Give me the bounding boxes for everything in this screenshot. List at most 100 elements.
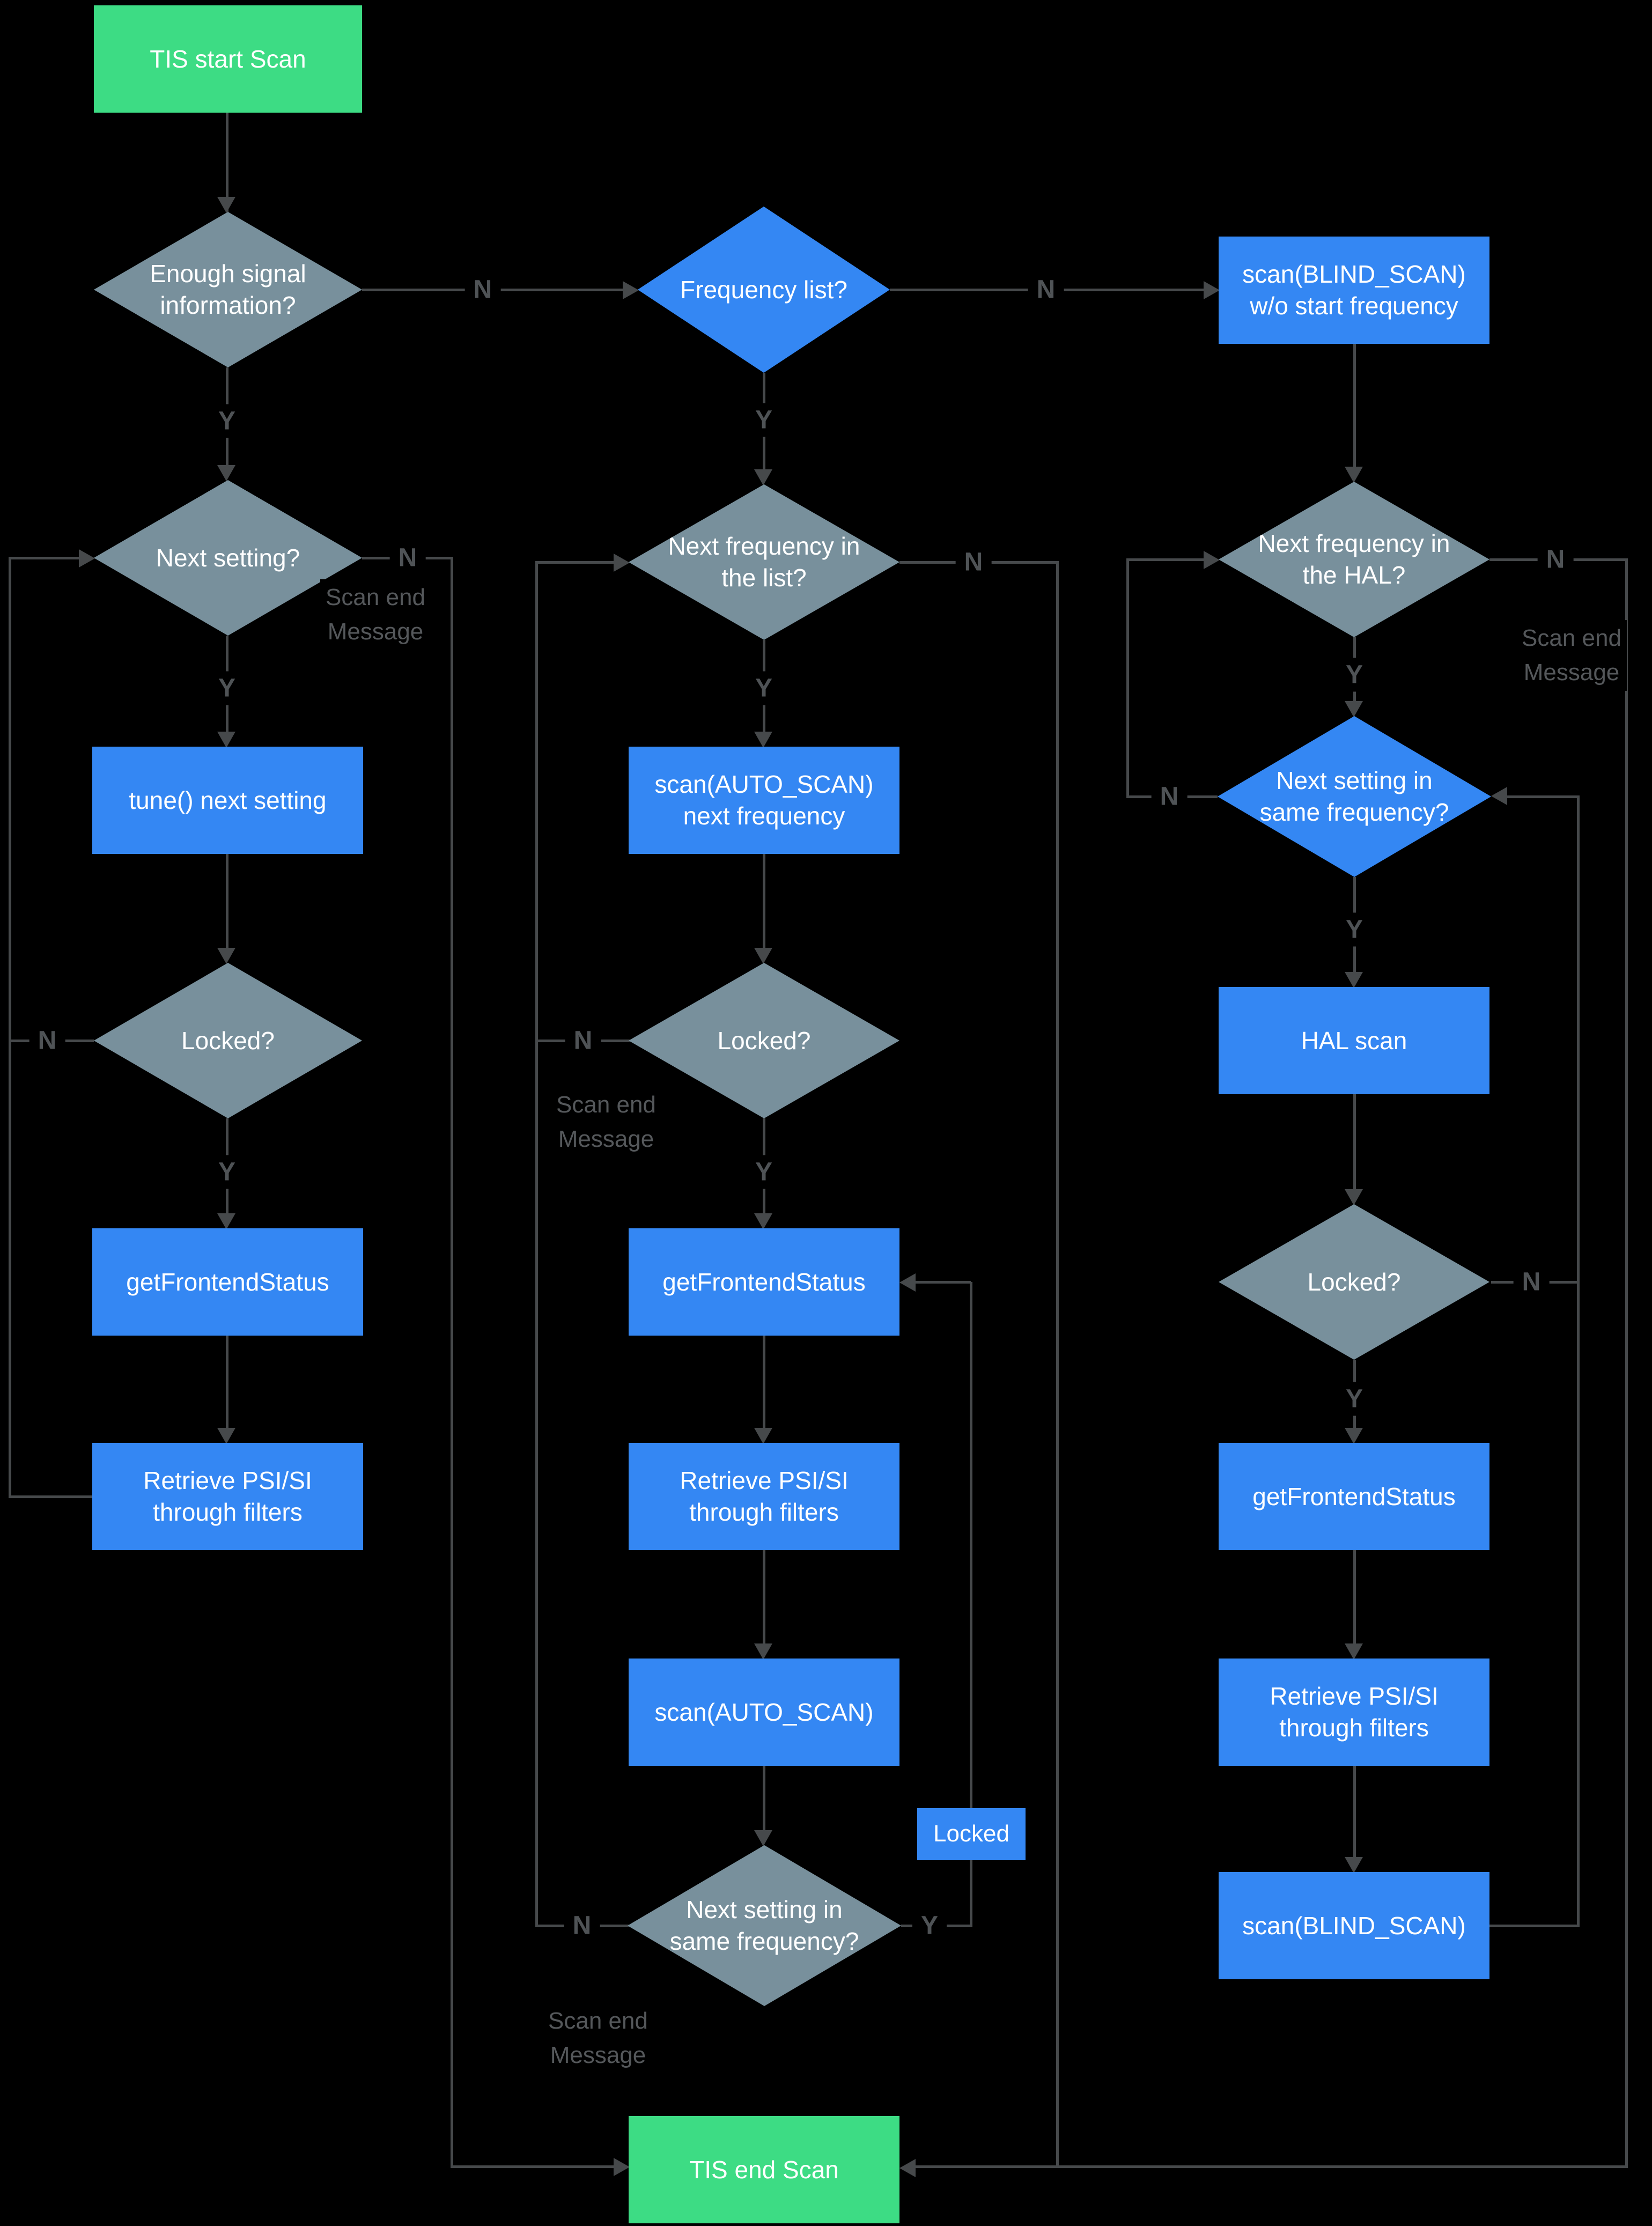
flow-line (535, 561, 614, 564)
decision-next-setting-same-frequency-middle: Next setting in same frequency? (628, 1845, 901, 2006)
arrowhead (1345, 1857, 1363, 1873)
note-line: Message (558, 1126, 654, 1152)
arrowhead (1345, 1189, 1363, 1205)
arrowhead (754, 732, 772, 748)
flow-line (763, 1336, 765, 1428)
edge-label-y: Y (746, 403, 781, 437)
flow-line (763, 1766, 765, 1830)
note-scan-end-message: Scan end Message (543, 2003, 653, 2074)
flow-line (226, 113, 228, 212)
arrowhead (79, 549, 95, 567)
flow-line (9, 557, 11, 1498)
flow-line (535, 561, 538, 1927)
flow-line (1353, 344, 1356, 467)
decision-locked-left: Locked? (94, 963, 362, 1118)
edge-label-n: N (1513, 1265, 1550, 1299)
arrowhead (614, 2158, 630, 2176)
decision-next-frequency-in-list: Next frequency in the list? (629, 484, 899, 640)
arrowhead (217, 732, 235, 748)
arrowhead (754, 1213, 772, 1229)
flow-line (1506, 795, 1579, 798)
flow-line (1353, 1766, 1356, 1857)
edge-label-y: Y (1337, 658, 1372, 692)
arrowhead (754, 469, 772, 485)
arrowhead (754, 1643, 772, 1660)
edge-label-y: Y (209, 671, 245, 705)
process-hal-scan: HAL scan (1219, 987, 1489, 1094)
arrowhead (899, 2159, 916, 2177)
process-get-frontend-status-right: getFrontendStatus (1219, 1443, 1489, 1550)
decision-next-frequency-in-hal: Next frequency in the HAL? (1219, 482, 1489, 637)
note-scan-end-message: Scan end Message (551, 1087, 661, 1158)
process-retrieve-psi-si-middle: Retrieve PSI/SI through filters (629, 1443, 899, 1550)
edge-label-n: N (565, 1023, 601, 1058)
arrowhead (754, 948, 772, 964)
edge-label-y: Y (1337, 1382, 1372, 1416)
arrowhead (754, 1428, 772, 1444)
flow-line (1056, 561, 1059, 2166)
edge-label-y: Y (209, 1155, 245, 1189)
edge-label-y: Y (746, 671, 781, 705)
note-line: Message (327, 618, 424, 645)
flow-line (970, 1282, 972, 1927)
process-scan-blind-scan-wo-start-frequency: scan(BLIND_SCAN) w/o start frequency (1219, 237, 1489, 344)
note-line: Scan end (1522, 625, 1621, 651)
note-scan-end-message: Scan end Message (320, 579, 431, 650)
arrowhead (623, 281, 639, 299)
process-scan-auto-scan: scan(AUTO_SCAN) (629, 1659, 899, 1766)
note-line: Scan end (326, 584, 425, 610)
flow-line (1353, 1550, 1356, 1643)
decision-enough-signal-information: Enough signal information? (94, 212, 362, 367)
flow-line (9, 557, 79, 559)
edge-label-n: N (1151, 779, 1188, 814)
flow-line (1577, 795, 1580, 1927)
process-get-frontend-status-middle: getFrontendStatus (629, 1228, 899, 1336)
decision-locked-right: Locked? (1219, 1204, 1489, 1360)
arrowhead (217, 1213, 235, 1229)
flow-line (1489, 1925, 1579, 1927)
arrowhead (614, 554, 630, 572)
arrowhead (217, 465, 235, 481)
arrowhead (899, 1273, 916, 1292)
edge-label-n: N (29, 1023, 65, 1058)
arrowhead (1345, 467, 1363, 483)
edge-label-y: Y (1337, 912, 1372, 947)
process-retrieve-psi-si-right: Retrieve PSI/SI through filters (1219, 1659, 1489, 1766)
edge-label-y: Y (746, 1155, 781, 1189)
terminal-tis-start-scan: TIS start Scan (94, 5, 362, 113)
flow-line (914, 1281, 971, 1284)
arrowhead (1491, 787, 1507, 805)
arrowhead (1204, 551, 1220, 569)
arrowhead (217, 948, 235, 964)
process-get-frontend-status-left: getFrontendStatus (92, 1228, 363, 1336)
arrowhead (217, 197, 235, 213)
edge-label-n: N (1537, 542, 1574, 577)
decision-locked-middle: Locked? (629, 963, 899, 1118)
flow-line (226, 1336, 228, 1428)
flow-line (763, 1550, 765, 1643)
arrowhead (1345, 972, 1363, 988)
edge-label-n: N (564, 1908, 600, 1943)
note-scan-end-message: Scan end Message (1516, 620, 1627, 691)
process-scan-auto-scan-next-frequency: scan(AUTO_SCAN) next frequency (629, 747, 899, 854)
edge-label-y: Y (912, 1908, 947, 1943)
arrowhead (1345, 701, 1363, 717)
arrowhead (217, 1428, 235, 1444)
edge-label-y: Y (209, 404, 245, 438)
note-line: Scan end (556, 1092, 656, 1118)
edge-label-n: N (1028, 272, 1064, 307)
edge-tag-locked: Locked (917, 1808, 1026, 1860)
flow-line (763, 854, 765, 948)
decision-frequency-list: Frequency list? (638, 207, 890, 373)
arrowhead (1345, 1643, 1363, 1660)
edge-label-n: N (464, 272, 501, 307)
flow-line (1126, 558, 1204, 561)
decision-next-setting-same-frequency-right: Next setting in same frequency? (1218, 716, 1491, 877)
arrowhead (1204, 281, 1220, 299)
process-scan-blind-scan: scan(BLIND_SCAN) (1219, 1872, 1489, 1979)
flow-line (914, 2165, 1628, 2168)
process-tune-next-setting: tune() next setting (92, 747, 363, 854)
arrowhead (754, 1830, 772, 1846)
edge-label-n: N (955, 545, 992, 579)
